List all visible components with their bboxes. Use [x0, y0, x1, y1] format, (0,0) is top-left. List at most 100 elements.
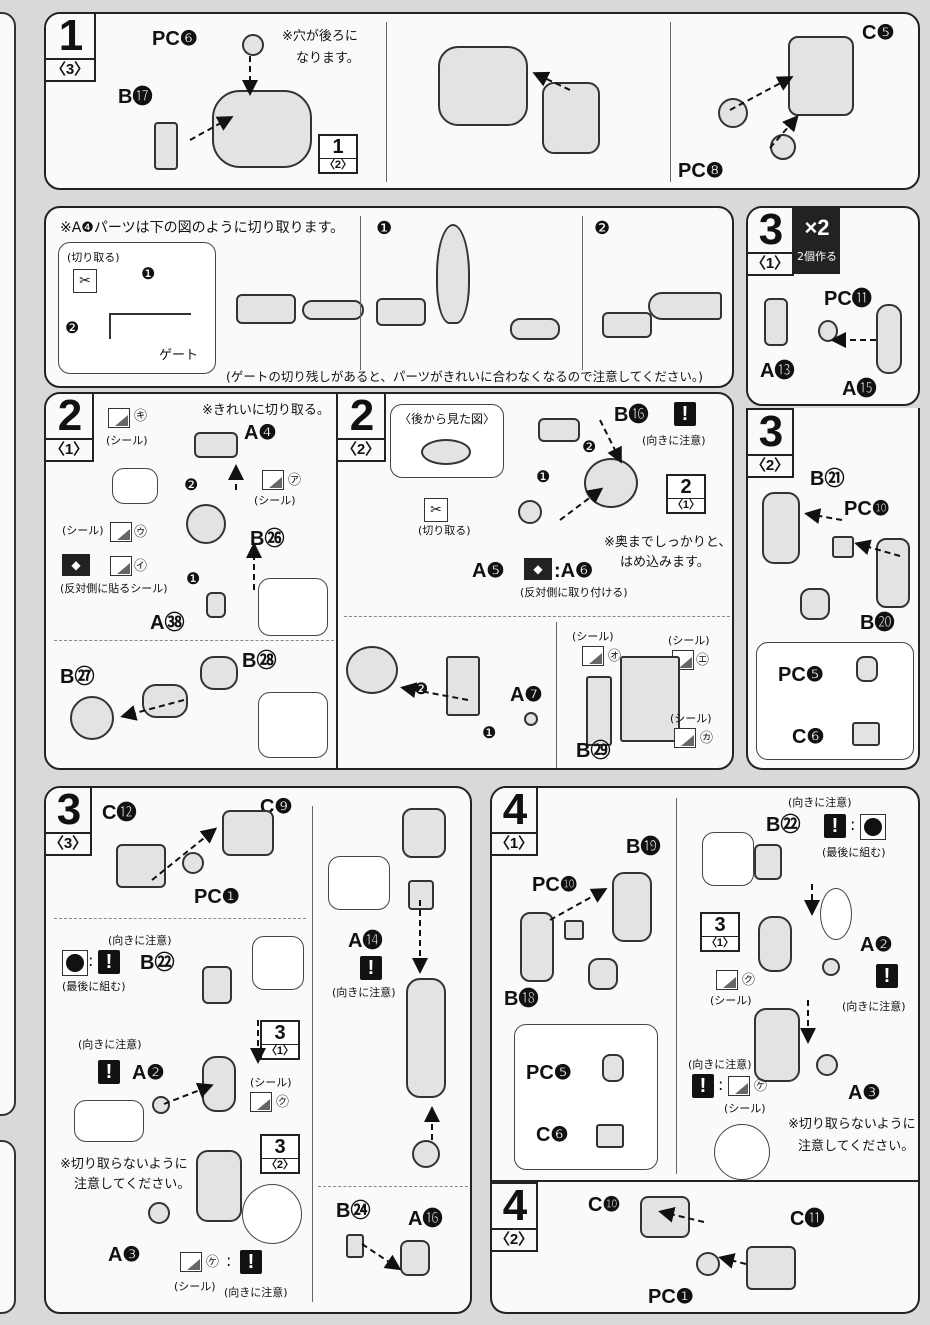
- b26-part: [186, 504, 226, 544]
- seal-ku-4: (シール): [710, 994, 752, 1007]
- b24-part: [346, 1234, 364, 1258]
- ref-step3-2: 3〈2〉: [260, 1134, 300, 1174]
- label-pc10: PC❿: [844, 498, 890, 520]
- orient-warning-icon-3: !: [240, 1250, 262, 1274]
- step4-2-subnumber: 〈2〉: [492, 1228, 536, 1250]
- ref-step3-1: 3〈1〉: [260, 1020, 300, 1060]
- a4-cut-title: ※A❹パーツは下の図のように切り取ります。: [60, 220, 345, 236]
- knee-part: [142, 684, 188, 718]
- pc5-detail-bubble: [756, 642, 914, 760]
- orient-note-2: (向きに注意): [78, 1038, 142, 1051]
- b22-detail-bubble: [252, 936, 304, 990]
- step4-1-panel: 4 〈1〉 B⓳ PC❿ B⓲ PC❺ C❻ (向きに注意) B㉒ ! : (最…: [490, 786, 920, 1182]
- back-view-bubble: 〈後から見た図〉: [390, 404, 504, 478]
- sticker-icon-ki: [108, 408, 130, 428]
- sticker-icon-ku-4: [716, 970, 738, 990]
- gate-label: ゲート: [159, 348, 199, 363]
- nipper-tool-part: [648, 292, 722, 320]
- cut-label-2: (切り取る): [418, 524, 471, 537]
- step3-2-number: 3: [758, 408, 783, 456]
- a14-detail-bubble: [328, 856, 390, 910]
- a3-part-4: [816, 1054, 838, 1076]
- orient-warning-icon-2: !: [98, 1060, 120, 1084]
- a2-detail-bubble: [74, 1100, 144, 1142]
- no-cut-note-4-2: 注意してください。: [798, 1139, 915, 1154]
- label-b26: B㉖: [250, 528, 285, 550]
- colon-4-1: :: [850, 815, 856, 834]
- label-b18: B⓲: [504, 988, 539, 1010]
- step3-3-panel: 3 〈3〉 C⓬ C❾ PC❶ (向きに注意) : ! B㉒ (最後に組む) 3…: [44, 786, 472, 1314]
- c6-part-4: [596, 1124, 624, 1148]
- label-pc5-4: PC❺: [526, 1062, 572, 1084]
- nipper-icon: ✂: [73, 269, 97, 293]
- divider-1a: [386, 22, 387, 182]
- a15-part: [876, 304, 902, 374]
- hole-note-1: ※穴が後ろに: [282, 29, 358, 44]
- label-pc1-4: PC❶: [648, 1286, 694, 1308]
- socket-detail-bubble-4: [714, 1124, 770, 1180]
- sticker-icon-ke: [180, 1252, 202, 1272]
- divider-1b: [670, 22, 671, 182]
- label-b24: B㉔: [336, 1200, 371, 1222]
- pc6-part: [242, 34, 264, 56]
- step3-2-panel: 3 〈2〉 B㉑ PC❿ B⓴ PC❺ C❻: [746, 408, 920, 770]
- pc11-part: [818, 320, 838, 342]
- b27-part: [70, 696, 114, 740]
- label-b17: B⓱: [118, 86, 153, 108]
- a2-part-4: [822, 958, 840, 976]
- orient-warning-icon-4: !: [360, 956, 382, 980]
- label-pc8: PC❽: [678, 160, 724, 182]
- cut-mark-1: ❶: [141, 264, 156, 283]
- arrow-mark-2-c: ❷: [414, 679, 429, 698]
- arrow-mark-2-a: ❷: [184, 475, 199, 494]
- label-c5: C❺: [862, 22, 895, 44]
- label-pc10: PC❿: [532, 874, 578, 896]
- times-two-badge: ×2 2個作る: [794, 208, 840, 274]
- no-cut-note-2: 注意してください。: [74, 1177, 191, 1192]
- orient-warning-icon-1: !: [98, 950, 120, 974]
- colon-2: :: [226, 1251, 232, 1270]
- sticker-o: ㋔: [608, 649, 622, 664]
- step1-number: 1: [58, 12, 83, 60]
- step3-2-header: 3 〈2〉: [748, 408, 794, 478]
- step1-header: 1 〈3〉: [46, 14, 96, 82]
- label-b28: B㉘: [242, 650, 277, 672]
- step3-1-subnumber: 〈1〉: [748, 252, 792, 274]
- left-edge-panel-bottom: [0, 1140, 16, 1314]
- sticker-icon-ku: [250, 1092, 272, 1112]
- sticker-icon-a: [262, 470, 284, 490]
- divider-cut-a: [360, 216, 361, 370]
- label-a3: A❸: [108, 1244, 141, 1266]
- cut-detail-bubble: (切り取る) ✂ ❶ ❷ ゲート: [58, 242, 216, 374]
- joint-block-part-4: [588, 958, 618, 990]
- a2-part: [152, 1096, 170, 1114]
- upper-arm-part-4: [754, 1008, 800, 1082]
- orient-note-4-3: (向きに注意): [688, 1058, 752, 1071]
- divider-cut-b: [582, 216, 583, 370]
- step3-2-subnumber: 〈2〉: [748, 454, 792, 476]
- seal-label-1: (シール): [106, 434, 148, 447]
- orient-note-4-2: (向きに注意): [842, 1000, 906, 1013]
- pc8-socket-part: [770, 134, 796, 160]
- ref-step2-1: 2〈1〉: [666, 474, 706, 514]
- label-pc5: PC❺: [778, 664, 824, 686]
- b22-part: [202, 966, 232, 1004]
- b29-part: [620, 656, 680, 742]
- pc5-part: [856, 656, 878, 682]
- label-a15: A⓯: [842, 378, 877, 400]
- b21-part: [762, 492, 800, 564]
- step4-2-number: 4: [502, 1182, 527, 1230]
- orient-note-1: (向きに注意): [108, 934, 172, 947]
- head-assembled-part: [346, 646, 398, 694]
- ref-step1-2: 1〈2〉: [318, 134, 358, 174]
- arrow-mark-1-c: ❶: [482, 723, 497, 742]
- opposite-attach: (反対側に取り付ける): [520, 586, 628, 599]
- last-assemble-icon-4: [860, 814, 886, 840]
- label-b27: B㉗: [60, 666, 95, 688]
- label-a6: :A❻: [554, 560, 594, 582]
- ref-step3-1-4: 3〈1〉: [700, 912, 740, 952]
- flip-icon-2: ◆: [524, 558, 552, 580]
- a13-part: [764, 298, 788, 346]
- sticker-ku-4: ㋗: [742, 973, 756, 988]
- orient-note-4: (向きに注意): [332, 986, 396, 999]
